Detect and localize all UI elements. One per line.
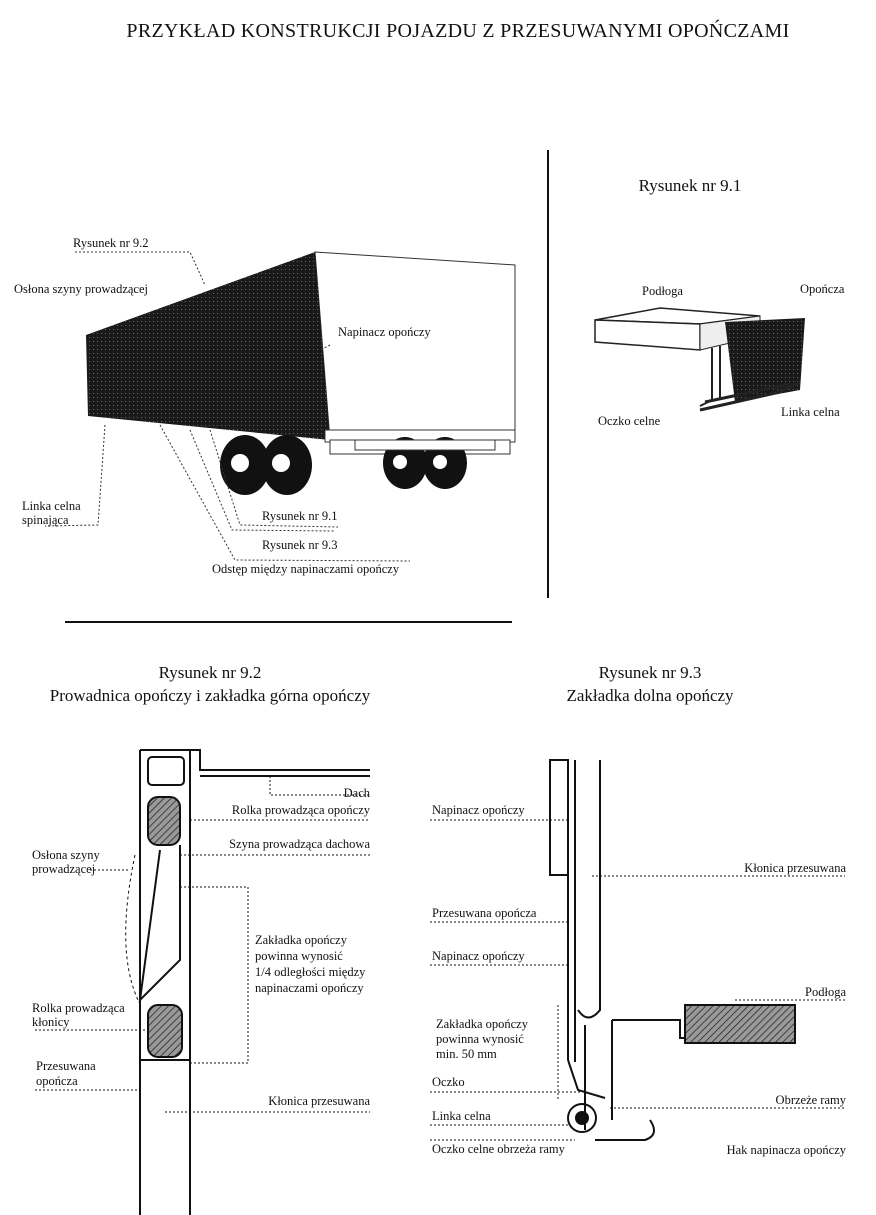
fig93-subheading: Zakładka dolna opończy xyxy=(566,686,734,705)
label-spacing: Odstęp między napinaczami opończy xyxy=(212,562,400,576)
label-rail-cover: Osłona szyny prowadzącej xyxy=(14,282,148,296)
fig91-illustration xyxy=(594,307,805,412)
fig93-label-tensioner-hook: Hak napinacza opończy xyxy=(726,1143,846,1157)
fig92-label-roof-rail: Szyna prowadząca dachowa xyxy=(229,837,370,851)
label-fig91-ref: Rysunek nr 9.1 xyxy=(262,509,338,523)
fig93-label-floor: Podłoga xyxy=(805,985,846,999)
fig93-label-customs-cord: Linka celna xyxy=(432,1109,491,1123)
fig92-label-overlap-2: powinna wynosić xyxy=(255,949,343,963)
fig93-label-tensioner: Napinacz opończy xyxy=(432,949,525,963)
fig93-heading: Rysunek nr 9.3 xyxy=(598,663,702,682)
fig93-label-frame-edge: Obrzeże ramy xyxy=(775,1093,846,1107)
fig92-label-roof: Dach xyxy=(343,786,370,800)
fig93-label-sliding-stake: Kłonica przesuwana xyxy=(744,861,846,875)
fig92-label-tarp-roller: Rolka prowadząca opończy xyxy=(231,803,370,817)
fig93-label-overlap-3: min. 50 mm xyxy=(436,1047,497,1061)
fig91-heading: Rysunek nr 9.1 xyxy=(638,176,742,195)
fig93-label-overlap-2: powinna wynosić xyxy=(436,1032,524,1046)
fig92-label-stake-roller-1: Rolka prowadząca xyxy=(32,1001,125,1015)
fig92-label-sliding-tarp-1: Przesuwana xyxy=(36,1059,96,1073)
fig92-subheading: Prowadnica opończy i zakładka górna opoń… xyxy=(49,686,371,705)
fig93-illustration xyxy=(430,759,845,1141)
fig93-label-overlap-1: Zakładka opończy xyxy=(436,1017,528,1031)
label-tensioner: Napinacz opończy xyxy=(338,325,431,339)
fig92-label-rail-cover-2: prowadzącej xyxy=(32,862,96,876)
fig91-label-tarp: Opończa xyxy=(800,282,845,296)
fig92-illustration xyxy=(35,749,370,1215)
fig92-label-overlap-1: Zakładka opończy xyxy=(255,933,347,947)
fig92-heading: Rysunek nr 9.2 xyxy=(158,663,262,682)
fig93-label-sliding-tarp: Przesuwana opończa xyxy=(432,906,537,920)
fig93-label-eyelet: Oczko xyxy=(432,1075,465,1089)
fig92-label-rail-cover-1: Osłona szyny xyxy=(32,848,100,862)
label-customs-cord-2: spinająca xyxy=(22,513,69,527)
fig92-label-overlap-4: napinaczami opończy xyxy=(255,981,364,995)
page-title: PRZYKŁAD KONSTRUKCJI POJAZDU Z PRZESUWAN… xyxy=(126,20,790,42)
label-fig92-ref: Rysunek nr 9.2 xyxy=(73,236,149,250)
trailer-illustration xyxy=(44,249,516,562)
fig91-label-customs-eyelet: Oczko celne xyxy=(598,414,661,428)
fig93-label-frame-edge-eyelet: Oczko celne obrzeża ramy xyxy=(432,1142,565,1156)
fig93-label-tensioner-top: Napinacz opończy xyxy=(432,803,525,817)
fig92-label-stake-roller-2: kłonicy xyxy=(32,1015,70,1029)
fig92-label-sliding-stake: Kłonica przesuwana xyxy=(268,1094,370,1108)
fig91-label-customs-cord: Linka celna xyxy=(781,405,840,419)
label-customs-cord-1: Linka celna xyxy=(22,499,81,513)
label-fig93-ref: Rysunek nr 9.3 xyxy=(262,538,338,552)
fig92-label-sliding-tarp-2: opończa xyxy=(36,1074,78,1088)
fig92-label-overlap-3: 1/4 odległości między xyxy=(255,965,366,979)
fig91-label-floor: Podłoga xyxy=(642,284,683,298)
